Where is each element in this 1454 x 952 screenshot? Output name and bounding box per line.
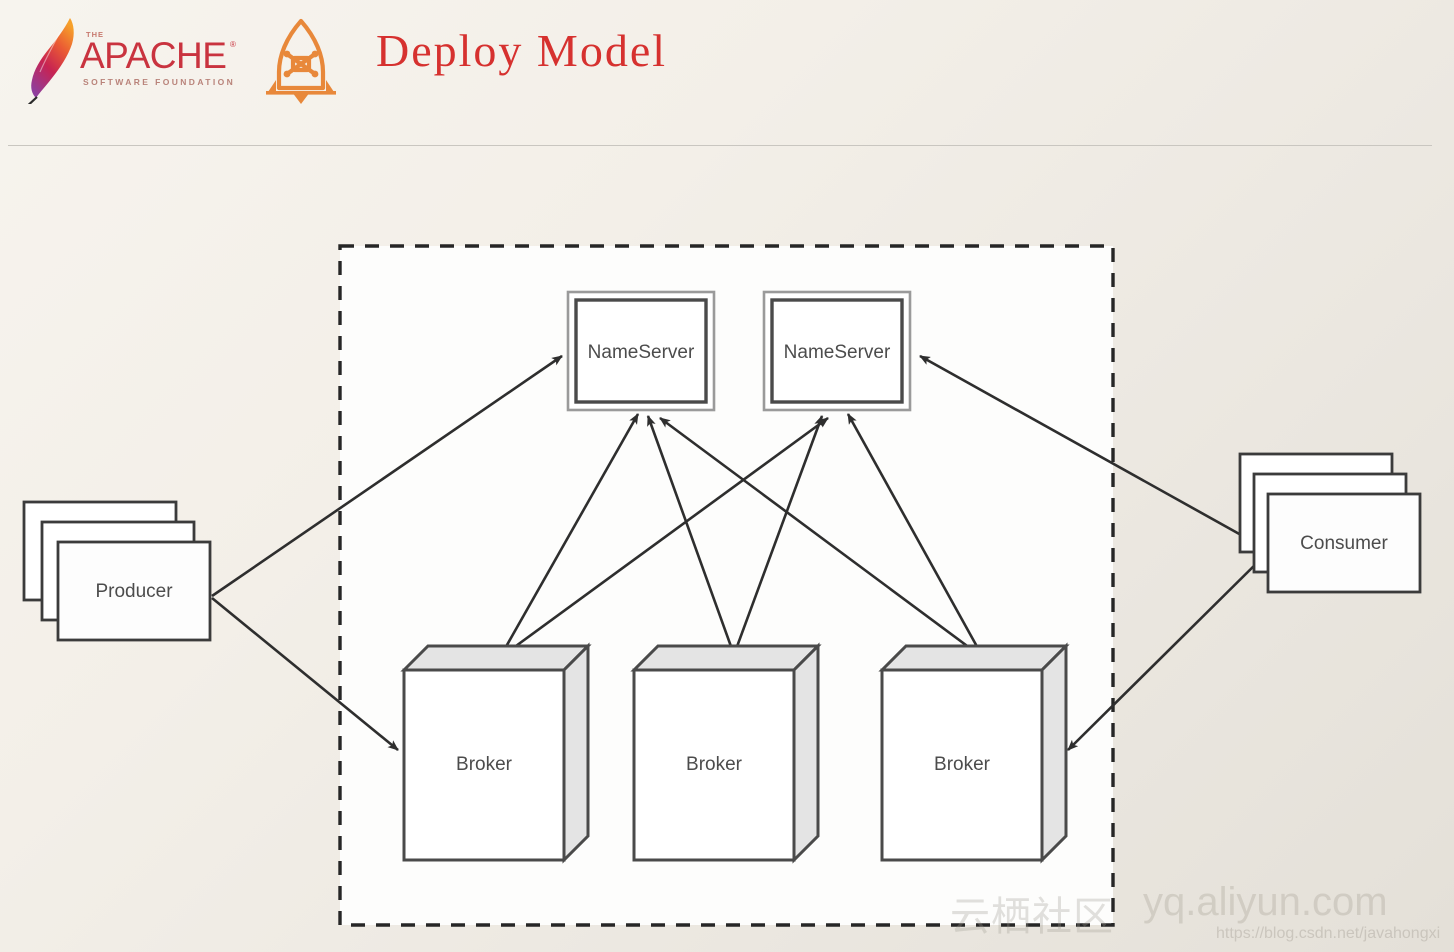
edge-broker3-nameserver1 bbox=[659, 416, 979, 656]
edge-broker2-nameserver2 bbox=[733, 415, 824, 653]
page-header: THE APACHE ® SOFTWARE FOUNDATION Deploy … bbox=[0, 0, 1454, 146]
edge-broker1-nameserver2 bbox=[504, 416, 829, 656]
nameserver2-inner-frame bbox=[770, 298, 904, 404]
edge-broker2-nameserver1 bbox=[646, 415, 735, 653]
edge-consumer-broker3 bbox=[1067, 551, 1269, 751]
edge-broker1-nameserver1 bbox=[501, 413, 640, 653]
broker1-front-face bbox=[402, 668, 566, 862]
node-consumer[interactable] bbox=[1238, 452, 1422, 594]
node-broker1[interactable] bbox=[400, 642, 592, 864]
deploy-model-diagram: NameServer NameServer Producer Consumer … bbox=[0, 146, 1454, 952]
watermark-blog-url: https://blog.csdn.net/javahongxi bbox=[1216, 925, 1441, 942]
rocket-icon bbox=[266, 18, 336, 104]
broker1-top-face bbox=[400, 644, 592, 672]
apache-wordmark: THE APACHE ® SOFTWARE FOUNDATION bbox=[80, 30, 246, 92]
apache-logo: THE APACHE ® SOFTWARE FOUNDATION bbox=[18, 12, 246, 104]
apache-feather-icon bbox=[27, 18, 74, 104]
watermark-community: 云栖社区 bbox=[950, 894, 1114, 940]
apache-registered-mark: ® bbox=[230, 40, 236, 49]
node-producer[interactable] bbox=[22, 500, 212, 642]
broker3-top-face bbox=[878, 644, 1070, 672]
consumer-stack-front bbox=[1266, 492, 1422, 594]
node-broker2[interactable] bbox=[630, 642, 822, 864]
broker1-side-face bbox=[562, 642, 590, 864]
broker2-top-face bbox=[630, 644, 822, 672]
apache-name-text: APACHE bbox=[80, 35, 227, 76]
edge-consumer-nameserver2 bbox=[919, 354, 1269, 552]
node-nameserver1[interactable] bbox=[566, 290, 716, 412]
header-divider bbox=[8, 145, 1432, 146]
edge-broker3-nameserver2 bbox=[846, 413, 982, 653]
apache-subtitle-text: SOFTWARE FOUNDATION bbox=[83, 77, 236, 87]
page-title: Deploy Model bbox=[376, 25, 668, 76]
producer-stack-front bbox=[56, 540, 212, 642]
broker2-side-face bbox=[792, 642, 820, 864]
broker3-front-face bbox=[880, 668, 1044, 862]
node-nameserver2[interactable] bbox=[762, 290, 912, 412]
diagram-canvas bbox=[22, 244, 1422, 927]
edge-producer-nameserver1 bbox=[211, 354, 563, 598]
broker3-side-face bbox=[1040, 642, 1068, 864]
edge-producer-broker1 bbox=[211, 596, 399, 752]
apache-the-text: THE bbox=[86, 30, 104, 39]
nameserver1-inner-frame bbox=[574, 298, 708, 404]
watermark-site: yq.aliyun.com bbox=[1143, 880, 1388, 924]
node-broker3[interactable] bbox=[878, 642, 1070, 864]
broker2-front-face bbox=[632, 668, 796, 862]
edge-layer bbox=[211, 354, 1269, 752]
